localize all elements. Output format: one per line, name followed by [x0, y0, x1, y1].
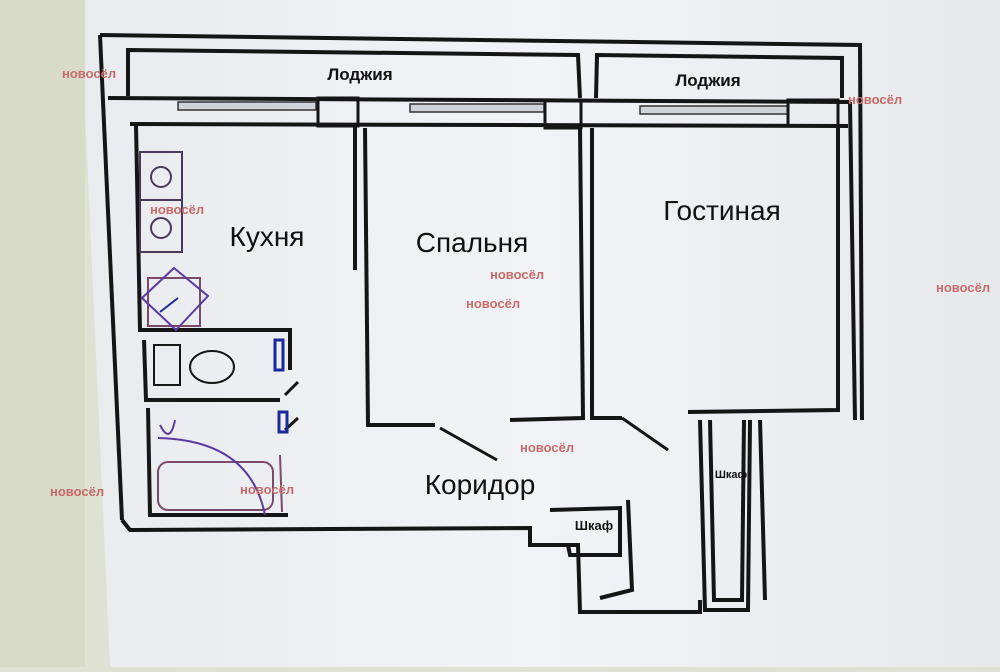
- watermark: новосёл: [466, 296, 520, 311]
- room-labels: Лоджия Лоджия Кухня Спальня Гостиная Кор…: [230, 65, 781, 533]
- watermark: новосёл: [490, 267, 544, 282]
- sink-icon: [147, 277, 201, 327]
- watermark: новосёл: [520, 440, 574, 455]
- watermarks: новосёл новосёл новосёл новосёл новосёл …: [50, 66, 990, 499]
- watermark: новосёл: [62, 66, 116, 81]
- door-frames-blue: [273, 338, 289, 434]
- plumbing: [139, 151, 283, 516]
- label-loggia-left: Лоджия: [327, 65, 392, 84]
- monitor-screen: [80, 0, 1000, 667]
- label-living-room: Гостиная: [663, 195, 781, 226]
- label-bedroom: Спальня: [416, 227, 529, 258]
- label-loggia-right: Лоджия: [675, 71, 740, 90]
- watermark: новосёл: [240, 482, 294, 497]
- watermark: новосёл: [848, 92, 902, 107]
- watermark: новосёл: [150, 202, 204, 217]
- label-closet-bottom: Шкаф: [575, 518, 613, 533]
- watermark: новосёл: [50, 484, 104, 499]
- window-piers: [316, 96, 840, 130]
- toilet-icon: [189, 350, 235, 384]
- watermark: новосёл: [936, 280, 990, 295]
- bathtub-icon: [157, 461, 274, 511]
- label-kitchen: Кухня: [230, 221, 305, 252]
- label-corridor: Коридор: [425, 469, 536, 500]
- stove-icon: [139, 151, 183, 253]
- monitor-bezel: [0, 0, 85, 667]
- toilet-tank-icon: [153, 344, 181, 386]
- label-closet-right: Шкаф: [715, 469, 748, 481]
- walls: [98, 33, 864, 614]
